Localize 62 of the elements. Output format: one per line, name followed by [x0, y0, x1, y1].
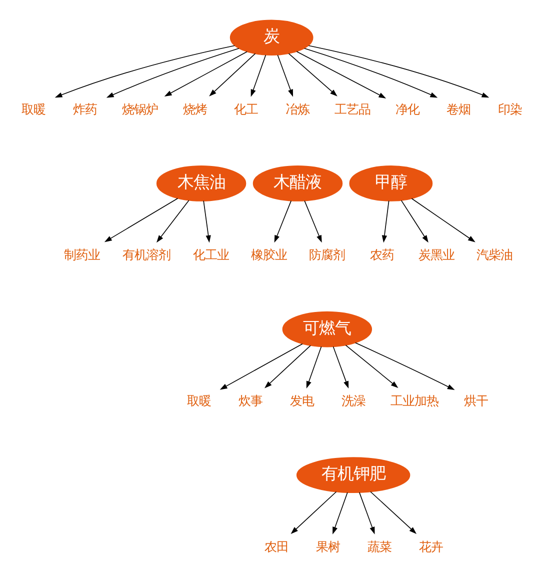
node-text: 化工业	[193, 248, 230, 262]
arrow	[106, 47, 240, 98]
arrow	[264, 344, 311, 388]
arrow	[209, 52, 256, 96]
node-text: 汽柴油	[476, 248, 513, 262]
node-text: 发电	[290, 394, 314, 408]
arrow	[411, 198, 476, 242]
arrow	[104, 197, 178, 242]
arrow	[400, 200, 428, 242]
node-ellipse: 木焦油	[156, 165, 246, 201]
node-ellipse: 木醋液	[252, 165, 343, 201]
arrow	[306, 346, 322, 388]
node-text: 炊事	[238, 394, 262, 408]
arrow	[382, 200, 390, 242]
node-text: 取暖	[186, 394, 211, 408]
arrow	[370, 490, 417, 534]
arrow	[290, 490, 337, 534]
arrow	[358, 492, 375, 534]
node-text: 烧烤	[182, 102, 207, 116]
arrow	[308, 44, 490, 98]
node-text: 冶炼	[286, 102, 310, 116]
arrow	[250, 54, 266, 96]
node-text: 工业加热	[390, 394, 439, 408]
arrow	[156, 200, 190, 242]
node-text: 烧锅炉	[122, 102, 158, 116]
node-text: 取暖	[22, 102, 46, 116]
arrow	[332, 492, 348, 534]
arrow	[277, 54, 294, 96]
arrow	[220, 342, 303, 390]
node-ellipse: 可燃气	[282, 310, 372, 347]
node-text: 蔬菜	[367, 539, 392, 554]
node-text: 有机溶剂	[122, 248, 171, 262]
node-text: 烘干	[464, 394, 488, 408]
node-text: 果树	[316, 539, 340, 554]
arrow	[54, 44, 236, 98]
node-text: 工艺品	[334, 102, 371, 116]
arrow	[274, 200, 292, 242]
node-text: 化工	[234, 102, 258, 116]
node-text: 橡胶业	[251, 248, 288, 262]
arrow	[164, 50, 248, 96]
node-text: 炸药	[73, 102, 98, 116]
arrow	[304, 200, 322, 242]
arrow	[203, 200, 211, 242]
node-text: 农药	[370, 248, 394, 262]
arrow	[288, 52, 338, 96]
node-ellipse: 甲醇	[349, 165, 433, 201]
node-text: 洗澡	[341, 394, 366, 408]
node-text: 花卉	[418, 539, 443, 554]
arrow	[345, 344, 398, 388]
node-text: 卷烟	[446, 102, 471, 116]
node-text: 印染	[498, 102, 522, 116]
node-ellipse: 有机钾肥	[296, 456, 410, 493]
node-text: 净化	[395, 102, 420, 116]
node-text: 农田	[264, 539, 288, 554]
node-text: 炭黑业	[418, 248, 455, 262]
arrow	[296, 50, 386, 98]
node-text: 防腐剂	[309, 248, 346, 262]
node-ellipse: 炭	[230, 19, 314, 56]
arrow	[304, 47, 438, 98]
arrow	[332, 346, 349, 388]
node-text: 制药业	[64, 248, 100, 262]
arrow	[354, 342, 455, 390]
